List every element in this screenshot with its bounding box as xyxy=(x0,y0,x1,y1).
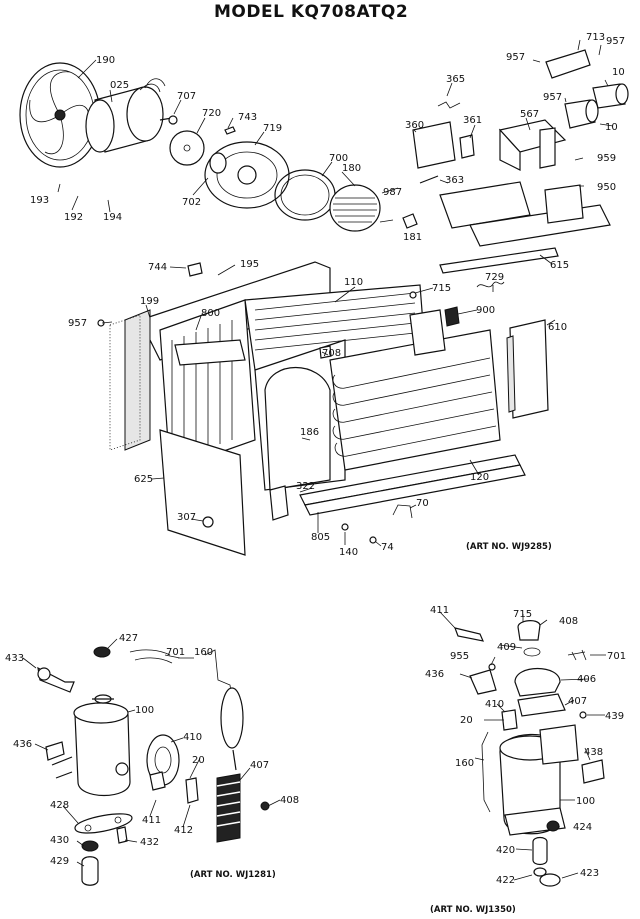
callout-label: 729 xyxy=(485,272,504,283)
callout-label: 100 xyxy=(135,705,154,716)
callout-label: 567 xyxy=(520,109,539,120)
callout-label: 702 xyxy=(182,197,201,208)
callout-label: 433 xyxy=(5,653,24,664)
callout-label: 20 xyxy=(192,755,205,766)
callout-label: 955 xyxy=(450,651,469,662)
callout-label: 407 xyxy=(250,760,269,771)
callout-label: 701 xyxy=(166,647,185,658)
callout-label: 610 xyxy=(548,322,567,333)
callout-label: 194 xyxy=(103,212,122,223)
callout-label: 193 xyxy=(30,195,49,206)
art-number-left: (ART NO. WJ1281) xyxy=(190,870,276,880)
callout-label: 700 xyxy=(329,153,348,164)
callout-label: 180 xyxy=(342,163,361,174)
callout-label: 420 xyxy=(496,845,515,856)
right-compressor-assembly xyxy=(454,620,605,887)
callout-label: 625 xyxy=(134,474,153,485)
callout-label: 410 xyxy=(485,699,504,710)
callout-label: 432 xyxy=(140,837,159,848)
callout-label: 422 xyxy=(496,875,515,886)
callout-label: 430 xyxy=(50,835,69,846)
callout-label: 805 xyxy=(311,532,330,543)
callout-label: 160 xyxy=(194,647,213,658)
callout-label: 715 xyxy=(513,609,532,620)
callout-label: 439 xyxy=(605,711,624,722)
callout-label: 957 xyxy=(506,52,525,63)
callout-labels: 190 025 707 720 743 719 700 180 987 363 … xyxy=(5,32,626,886)
callout-label: 436 xyxy=(425,669,444,680)
callout-label: 10 xyxy=(605,122,618,133)
callout-label: 365 xyxy=(446,74,465,85)
callout-label: 199 xyxy=(140,296,159,307)
callout-label: 715 xyxy=(432,283,451,294)
chassis-drawing xyxy=(97,261,549,556)
art-number-right: (ART NO. WJ1350) xyxy=(430,905,516,915)
callout-label: 363 xyxy=(445,175,464,186)
diagram-title: MODEL KQ708ATQ2 xyxy=(214,2,408,22)
left-compressor-assembly xyxy=(37,646,270,886)
callout-label: 719 xyxy=(263,123,282,134)
callout-label: 987 xyxy=(383,187,402,198)
callout-label: 438 xyxy=(584,747,603,758)
callout-label: 74 xyxy=(381,542,394,553)
callout-label: 307 xyxy=(177,512,196,523)
callout-label: 720 xyxy=(202,108,221,119)
callout-label: 957 xyxy=(606,36,625,47)
main-assembly xyxy=(19,49,629,556)
callout-label: 407 xyxy=(568,696,587,707)
callout-label: 410 xyxy=(183,732,202,743)
callout-label: 436 xyxy=(13,739,32,750)
callout-label: 195 xyxy=(240,259,259,270)
art-number-main: (ART NO. WJ9285) xyxy=(466,542,552,552)
callout-label: 707 xyxy=(177,91,196,102)
callout-label: 411 xyxy=(142,815,161,826)
callout-label: 800 xyxy=(201,308,220,319)
callout-label: 429 xyxy=(50,856,69,867)
callout-label: 743 xyxy=(238,112,257,123)
callout-label: 615 xyxy=(550,260,569,271)
callout-label: 744 xyxy=(148,262,167,273)
callout-label: 192 xyxy=(64,212,83,223)
callout-label: 160 xyxy=(455,758,474,769)
callout-label: 427 xyxy=(119,633,138,644)
callout-label: 428 xyxy=(50,800,69,811)
callout-label: 181 xyxy=(403,232,422,243)
callout-label: 957 xyxy=(68,318,87,329)
callout-label: 412 xyxy=(174,825,193,836)
callout-label: 900 xyxy=(476,305,495,316)
callout-label: 322 xyxy=(296,481,315,492)
callout-label: 110 xyxy=(344,277,363,288)
callout-label: 408 xyxy=(559,616,578,627)
blower-wheel-drawing xyxy=(329,184,381,232)
callout-label: 140 xyxy=(339,547,358,558)
callout-label: 406 xyxy=(577,674,596,685)
blower-plate-drawing xyxy=(204,141,290,209)
callout-label: 423 xyxy=(580,868,599,879)
callout-label: 424 xyxy=(573,822,592,833)
callout-label: 361 xyxy=(463,115,482,126)
callout-label: 190 xyxy=(96,55,115,66)
callout-label: 10 xyxy=(612,67,625,78)
callout-label: 959 xyxy=(597,153,616,164)
leader-lines xyxy=(22,39,614,881)
callout-label: 025 xyxy=(110,80,129,91)
callout-label: 957 xyxy=(543,92,562,103)
callout-label: 701 xyxy=(607,651,626,662)
callout-label: 411 xyxy=(430,605,449,616)
callout-label: 70 xyxy=(416,498,429,509)
callout-label: 100 xyxy=(576,796,595,807)
callout-label: 20 xyxy=(460,715,473,726)
callout-label: 950 xyxy=(597,182,616,193)
callout-label: 408 xyxy=(280,795,299,806)
callout-label: 708 xyxy=(322,348,341,359)
callout-label: 713 xyxy=(586,32,605,43)
callout-label: 186 xyxy=(300,427,319,438)
callout-label: 120 xyxy=(470,472,489,483)
callout-label: 360 xyxy=(405,120,424,131)
callout-label: 409 xyxy=(497,642,516,653)
motor-drawing xyxy=(85,78,173,153)
